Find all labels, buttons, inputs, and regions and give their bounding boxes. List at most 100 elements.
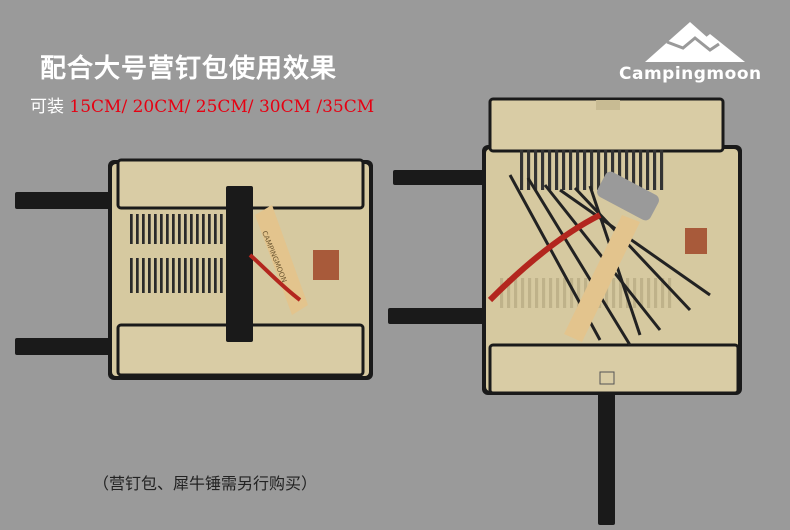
- stake: [166, 214, 169, 244]
- stake: [208, 258, 211, 293]
- stake: [166, 258, 169, 293]
- stake: [521, 278, 525, 308]
- stake: [520, 150, 524, 190]
- stake: [590, 150, 594, 190]
- stake: [184, 214, 187, 244]
- stake: [172, 258, 175, 293]
- capacity-line: 可装 15CM/ 20CM/ 25CM/ 30CM /35CM: [30, 92, 374, 117]
- stake: [653, 150, 657, 190]
- stake: [605, 278, 609, 308]
- stake: [647, 278, 651, 308]
- stake: [184, 258, 187, 293]
- capacity-prefix: 可装: [30, 97, 70, 117]
- stake: [190, 258, 193, 293]
- stake: [160, 214, 163, 244]
- stake: [626, 278, 630, 308]
- stake: [654, 278, 658, 308]
- stake: [190, 214, 193, 244]
- stake: [541, 150, 545, 190]
- stake: [556, 278, 560, 308]
- capacity-sizes: 15CM/ 20CM/ 25CM/ 30CM /35CM: [69, 97, 375, 117]
- stake: [527, 150, 531, 190]
- right-leather-patch: [685, 228, 707, 254]
- stake: [142, 214, 145, 244]
- stake-row-upper: [130, 214, 223, 244]
- stake: [661, 278, 665, 308]
- stake: [548, 150, 552, 190]
- stake: [583, 150, 587, 190]
- stake: [220, 214, 223, 244]
- right-bottom-strap: [598, 390, 615, 525]
- stake: [569, 150, 573, 190]
- stake-row-right-top: [520, 150, 664, 190]
- stake: [660, 150, 664, 190]
- stake: [632, 150, 636, 190]
- stake: [619, 278, 623, 308]
- stake: [555, 150, 559, 190]
- stake: [148, 214, 151, 244]
- stake: [542, 278, 546, 308]
- left-strap-bottom: [15, 338, 125, 355]
- stake: [178, 258, 181, 293]
- stake: [214, 258, 217, 293]
- stake: [514, 278, 518, 308]
- stake: [577, 278, 581, 308]
- stake: [130, 214, 133, 244]
- stake: [549, 278, 553, 308]
- stake: [136, 214, 139, 244]
- left-leather-patch: [313, 250, 339, 280]
- purchase-note: （营钉包、犀牛锤需另行购买）: [93, 474, 318, 493]
- stake: [618, 150, 622, 190]
- stake-row-right-mid: [500, 278, 672, 308]
- stake: [148, 258, 151, 293]
- left-strap-top: [15, 192, 125, 209]
- stake: [576, 150, 580, 190]
- stake: [214, 214, 217, 244]
- stake: [172, 214, 175, 244]
- stake: [612, 278, 616, 308]
- stake: [534, 150, 538, 190]
- stake: [646, 150, 650, 190]
- left-hammer-handle: [255, 205, 308, 315]
- stake: [202, 258, 205, 293]
- left-stake-bag: CAMPINGMOON: [15, 158, 373, 380]
- stake: [639, 150, 643, 190]
- stake: [196, 214, 199, 244]
- page-title: 配合大号营钉包使用效果: [40, 54, 338, 84]
- stake: [535, 278, 539, 308]
- stake: [208, 214, 211, 244]
- stake: [563, 278, 567, 308]
- stake: [142, 258, 145, 293]
- right-hammer-handle: [564, 215, 640, 342]
- stake: [500, 278, 504, 308]
- stake: [136, 258, 139, 293]
- stake-row-lower: [130, 258, 223, 293]
- hammer-head: [597, 171, 659, 221]
- stake: [178, 214, 181, 244]
- stake: [160, 258, 163, 293]
- brand-logo: Campingmoon: [615, 20, 775, 95]
- stake: [196, 258, 199, 293]
- stake: [562, 150, 566, 190]
- stake: [633, 278, 637, 308]
- stake: [202, 214, 205, 244]
- stake: [220, 258, 223, 293]
- stake: [611, 150, 615, 190]
- stake: [507, 278, 511, 308]
- left-rope: [248, 253, 302, 302]
- right-stake-bag: [388, 97, 742, 525]
- stake: [570, 278, 574, 308]
- right-rope: [487, 212, 602, 303]
- stake: [597, 150, 601, 190]
- stake: [154, 258, 157, 293]
- stake: [154, 214, 157, 244]
- stake: [625, 150, 629, 190]
- stake: [130, 258, 133, 293]
- stake: [528, 278, 532, 308]
- stake: [668, 278, 672, 308]
- mountain-icon: [645, 22, 745, 62]
- stake: [604, 150, 608, 190]
- left-center-strap: [226, 186, 253, 342]
- brand-name: Campingmoon: [619, 64, 762, 84]
